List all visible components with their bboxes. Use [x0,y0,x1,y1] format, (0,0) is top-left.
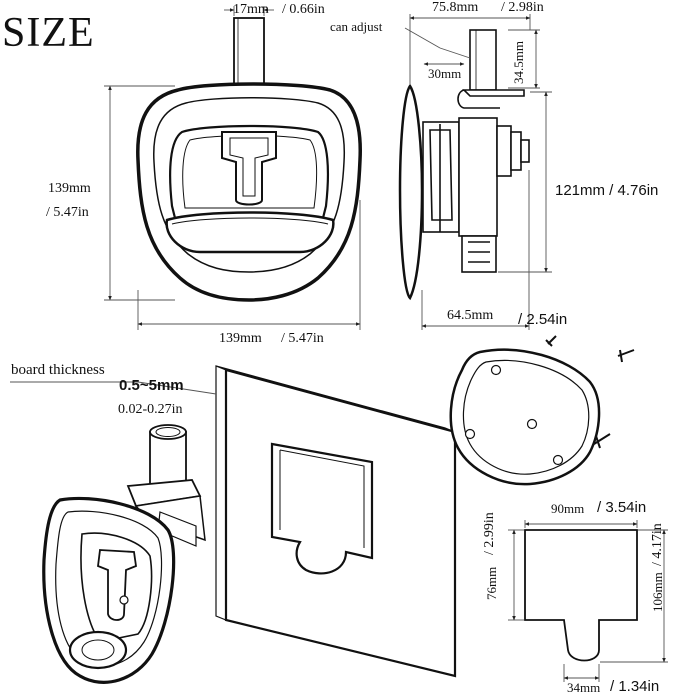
front-width: 139mm [219,331,262,346]
side-view-dimensions [404,14,552,330]
front-stem-width-in: / 0.66in [282,2,325,17]
adjust-length: 30mm [428,66,462,81]
cutout-width-in: / 3.54in [597,499,647,516]
notch-width-in: / 1.34in [610,678,660,695]
front-height: 139mm [48,181,91,196]
front-view-drawing [136,17,362,302]
perspective-latch-drawing [42,424,206,684]
side-base-depth: 64.5mm [447,308,494,323]
board-thickness-pointer [10,381,217,395]
front-stem-width: 17mm [233,2,269,17]
cutout-height: 76mm [484,566,499,600]
can-adjust-label: can adjust [330,19,383,34]
cutout-width: 90mm [551,501,585,516]
board-thickness-label: board thickness [11,362,105,378]
mounting-ring-drawing [449,335,635,486]
side-depth: 75.8mm [432,0,479,15]
side-view-drawing [398,29,530,301]
front-width-in: / 5.47in [281,331,324,346]
notch-width: 34mm [567,680,601,695]
side-base-depth-in: / 2.54in [518,311,568,328]
cutout-height-in: / 2.99in [482,512,497,555]
side-depth-in: / 2.98in [501,0,544,15]
side-body-height: 121mm / 4.76in [555,182,659,199]
board-thickness-mm: 0.5~5mm [119,377,184,394]
page-title: SIZE [2,10,95,56]
front-height-in: / 5.47in [46,205,89,220]
board-thickness-in: 0.02-0.27in [118,402,183,417]
front-view-dimensions [104,6,361,330]
side-stem-height: 34.5mm [511,41,526,84]
cutout-total-height-in: / 4.17in [650,523,665,566]
cutout-dimensions [508,520,668,682]
board-panel-drawing [215,365,457,678]
cutout-total-height: 106mm [650,572,665,612]
cutout-template-drawing [524,529,638,662]
